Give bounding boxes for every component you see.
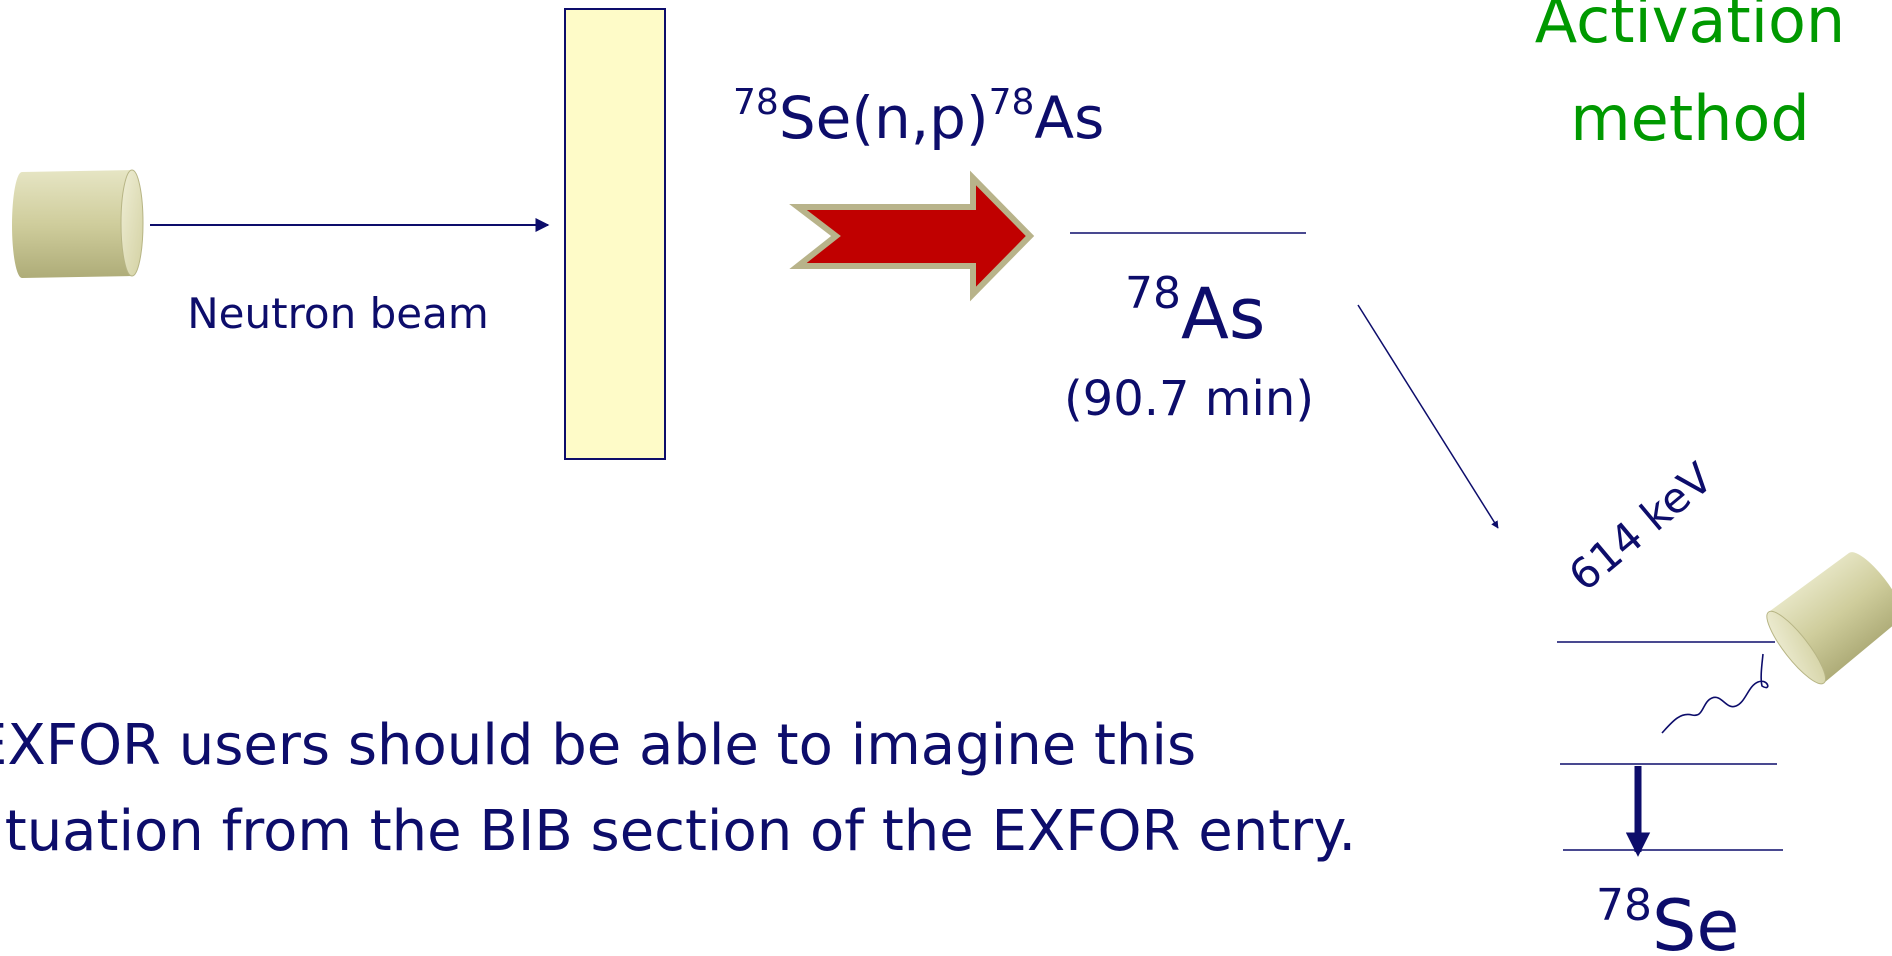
- neutron-beam-label: Neutron beam: [187, 289, 489, 338]
- heading-line-2: method: [1570, 82, 1809, 155]
- reaction-label: 78Se(n,p)78As: [733, 82, 1104, 152]
- daughter-mass: 78: [1596, 880, 1652, 931]
- reaction-product-mass: 78: [989, 82, 1035, 123]
- reaction-target-mass: 78: [733, 82, 779, 123]
- cylinder-source-icon: [12, 169, 144, 278]
- daughter-label: 78Se: [1596, 880, 1740, 956]
- heading-line-1: Activation: [1535, 0, 1845, 57]
- cylinder-detector-icon: [1766, 552, 1892, 685]
- note-line-2: situation from the BIB section of the EX…: [0, 799, 1356, 864]
- product-half-life: (90.7 min): [1064, 371, 1314, 427]
- reaction-target-symbol: Se: [779, 84, 852, 152]
- block-arrow-right-icon: [789, 170, 1035, 302]
- product-level-label: 78As: [1125, 268, 1265, 355]
- gamma-energy-label: 614 keV: [1559, 453, 1722, 601]
- product-level-mass: 78: [1125, 268, 1181, 319]
- note-line-1: EXFOR users should be able to imagine th…: [0, 713, 1196, 778]
- reaction-product-symbol: As: [1034, 84, 1104, 152]
- reaction-projectile-ejectile: (n,p): [851, 84, 988, 152]
- daughter-symbol: Se: [1652, 885, 1740, 956]
- wavy-gamma-icon: [1661, 653, 1769, 734]
- product-level-symbol: As: [1181, 273, 1265, 355]
- decay-arrow: [1357, 304, 1499, 529]
- sample-target: [564, 8, 666, 460]
